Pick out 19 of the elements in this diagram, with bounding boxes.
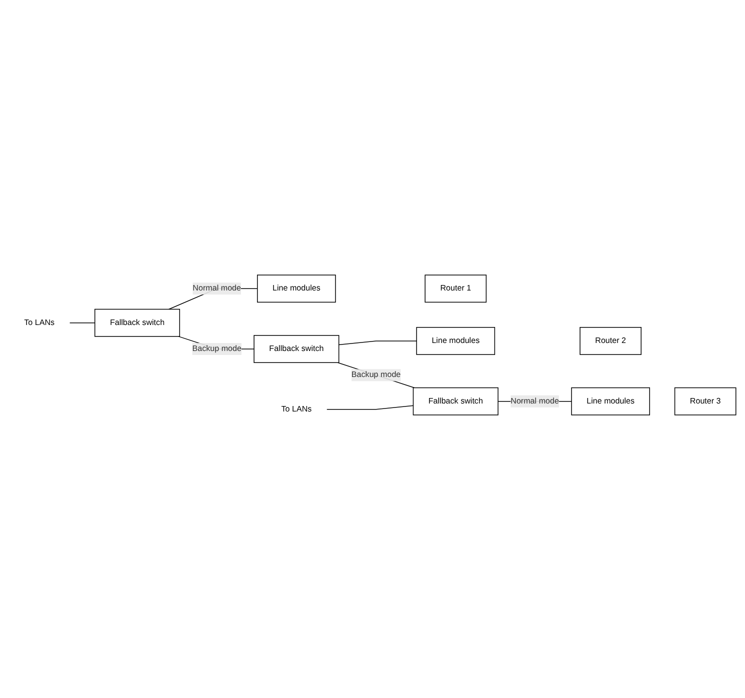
connector — [69, 322, 96, 324]
connector — [337, 362, 415, 388]
node-box: Line modules — [571, 387, 650, 416]
edge-label: Normal mode — [192, 284, 242, 293]
edge-label: Normal mode — [510, 396, 559, 406]
node-text: To LANs — [281, 404, 312, 414]
connector — [326, 405, 414, 410]
node-box: Line modules — [257, 274, 336, 303]
node-box: Router 1 — [424, 274, 487, 303]
node-box: Router 3 — [674, 387, 736, 416]
edge-label: Backup mode — [192, 344, 242, 354]
node-box: Fallback switch — [412, 387, 498, 416]
edge-label: Backup mode — [351, 370, 401, 380]
connector — [338, 340, 417, 346]
node-box: Line modules — [416, 326, 496, 355]
node-text: To LANs — [24, 318, 55, 327]
node-box: Fallback switch — [254, 335, 340, 363]
node-box: Fallback switch — [94, 308, 180, 337]
node-box: Router 2 — [580, 326, 642, 355]
